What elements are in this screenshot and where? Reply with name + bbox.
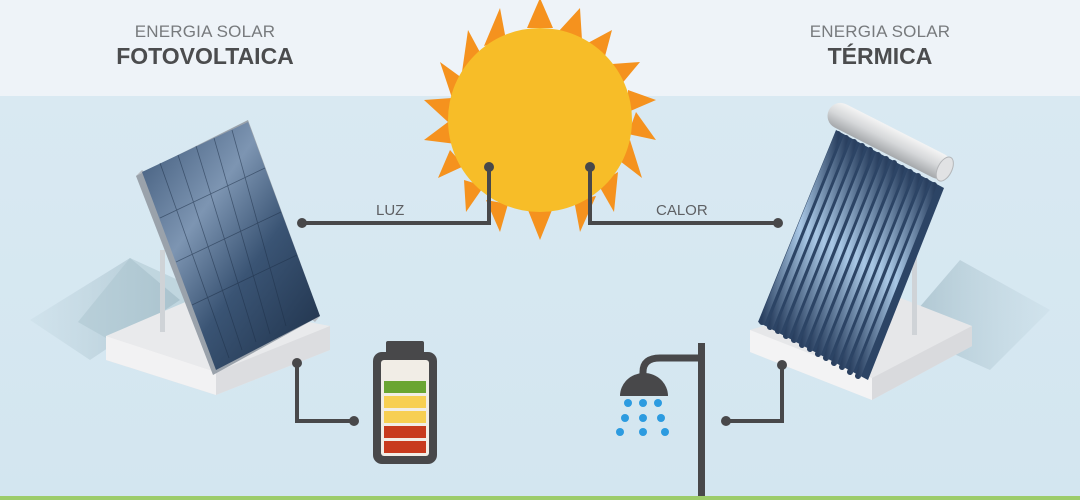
title-left-heading: FOTOVOLTAICA — [116, 43, 294, 69]
luz-label: LUZ — [376, 202, 405, 219]
title-photovoltaic: ENERGIA SOLAR FOTOVOLTAICA — [90, 22, 320, 70]
ground-line — [0, 496, 1080, 500]
title-left-subtitle: ENERGIA SOLAR — [134, 22, 276, 41]
solar-thermal-collector-icon — [750, 102, 1050, 400]
title-right-subtitle: ENERGIA SOLAR — [809, 22, 951, 41]
luz-connector — [302, 167, 491, 225]
shower-connector — [726, 365, 784, 423]
solar-panel-icon — [30, 120, 330, 395]
battery-connector — [295, 363, 354, 423]
title-right-heading: TÉRMICA — [827, 43, 933, 69]
shower-icon — [616, 343, 705, 500]
battery-icon — [373, 341, 437, 464]
calor-label: CALOR — [656, 202, 708, 219]
title-thermal: ENERGIA SOLAR TÉRMICA — [765, 22, 995, 70]
sun-icon — [424, 0, 656, 240]
calor-connector — [588, 167, 778, 225]
